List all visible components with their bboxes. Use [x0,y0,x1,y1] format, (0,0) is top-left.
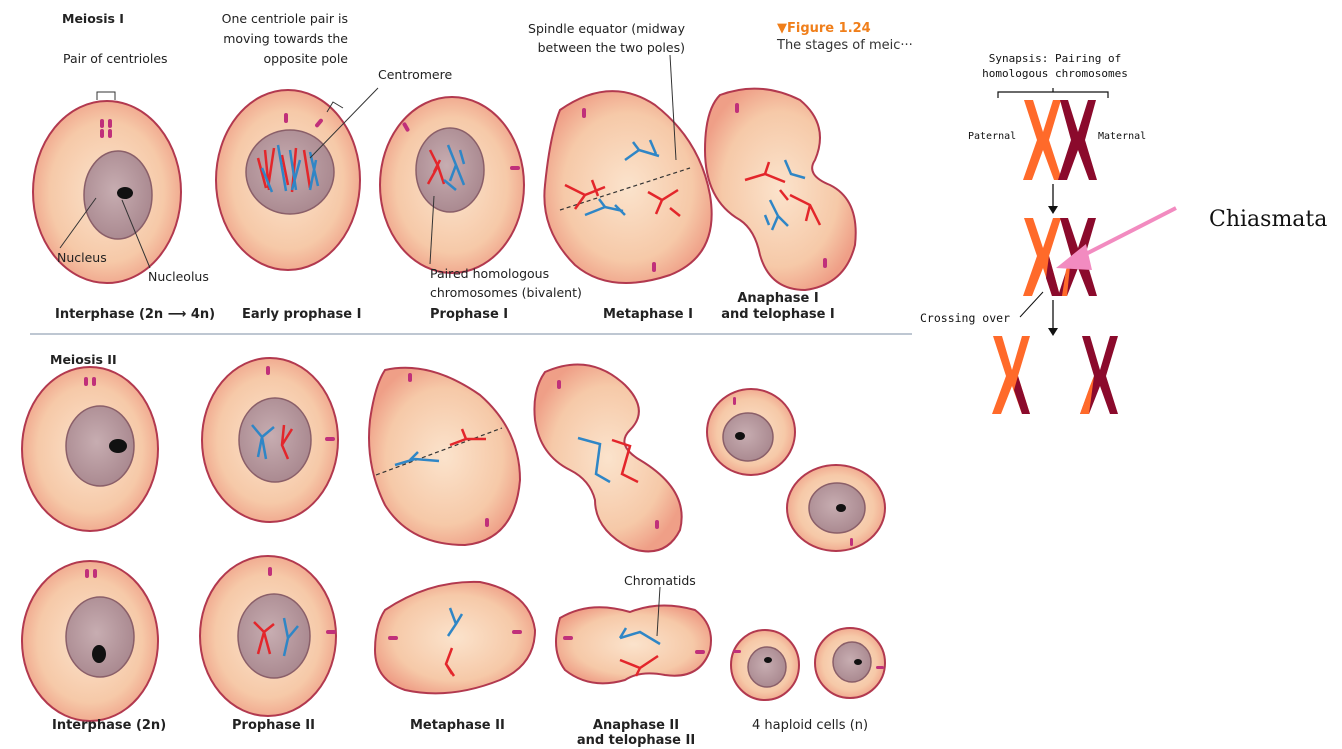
stage-interphase-2: Interphase (2n) [52,718,166,734]
stage-prophase-2: Prophase II [232,718,315,734]
cell-metaphase-2a [369,368,520,545]
cell-haploid-3a [731,630,799,700]
stage-anaphase-2: Anaphase II [566,718,706,734]
stage-telophase-2: and telophase II [566,733,706,749]
synapsis-title-1: Synapsis: Pairing of [975,52,1135,66]
chromosome-pair-synapsis [1023,100,1097,180]
label-centrioles: Pair of centrioles [63,51,168,66]
cell-early-prophase-1 [216,90,360,270]
cell-interphase-3 [22,561,158,721]
label-centriole-moving-3: opposite pole [180,51,348,66]
figure-caption: The stages of meic··· [777,38,913,53]
meiosis-2-title: Meiosis II [50,352,117,367]
cell-prophase-2a [202,358,338,522]
stage-interphase-1: Interphase (2n ⟶ 4n) [55,307,215,323]
cell-prophase-3 [200,556,336,716]
cell-anaphase-2a [534,364,681,551]
label-paternal: Paternal [968,130,1016,144]
stage-prophase-1: Prophase I [430,307,508,323]
label-nucleolus: Nucleolus [148,269,209,284]
stage-metaphase-1: Metaphase I [603,307,693,323]
cell-anaphase-3 [556,605,711,683]
cell-interphase-2a [22,367,158,531]
cell-interphase-1 [33,101,181,283]
cell-metaphase-3 [375,582,535,693]
cell-haploid-2a [707,389,795,475]
cell-metaphase-1 [544,91,711,283]
label-paired-1: Paired homologous [430,266,549,281]
cell-haploid-3b [815,628,885,698]
stage-anaphase-1: Anaphase I [718,291,838,307]
label-spindle-1: Spindle equator (midway [480,21,685,36]
label-centriole-moving-1: One centriole pair is [180,11,348,26]
label-maternal: Maternal [1098,130,1146,144]
label-crossing-over: Crossing over [920,311,1010,325]
label-paired-2: chromosomes (bivalent) [430,285,582,300]
cell-anaphase-1 [705,89,856,290]
figure-number: ▼Figure 1.24 [777,21,871,36]
label-nucleus: Nucleus [57,250,107,265]
stage-telophase-1: and telophase I [718,307,838,323]
nucleolus-dot [117,187,133,199]
stage-haploid-cells: 4 haploid cells (n) [752,718,868,734]
meiosis-1-title: Meiosis I [62,11,124,26]
cell-prophase-1 [380,97,524,273]
label-chiasmata: Chiasmata [1209,207,1327,232]
synapsis-title-2: homologous chromosomes [975,67,1135,81]
label-centromere: Centromere [378,67,452,82]
chromosome-recombinant-b [1080,336,1118,414]
cell-haploid-2b [787,465,885,551]
stage-metaphase-2: Metaphase II [410,718,505,734]
stage-early-prophase-1: Early prophase I [242,307,361,323]
label-spindle-2: between the two poles) [480,40,685,55]
chromosome-recombinant-a [992,336,1030,414]
label-chromatids: Chromatids [624,573,696,588]
label-centriole-moving-2: moving towards the [180,31,348,46]
